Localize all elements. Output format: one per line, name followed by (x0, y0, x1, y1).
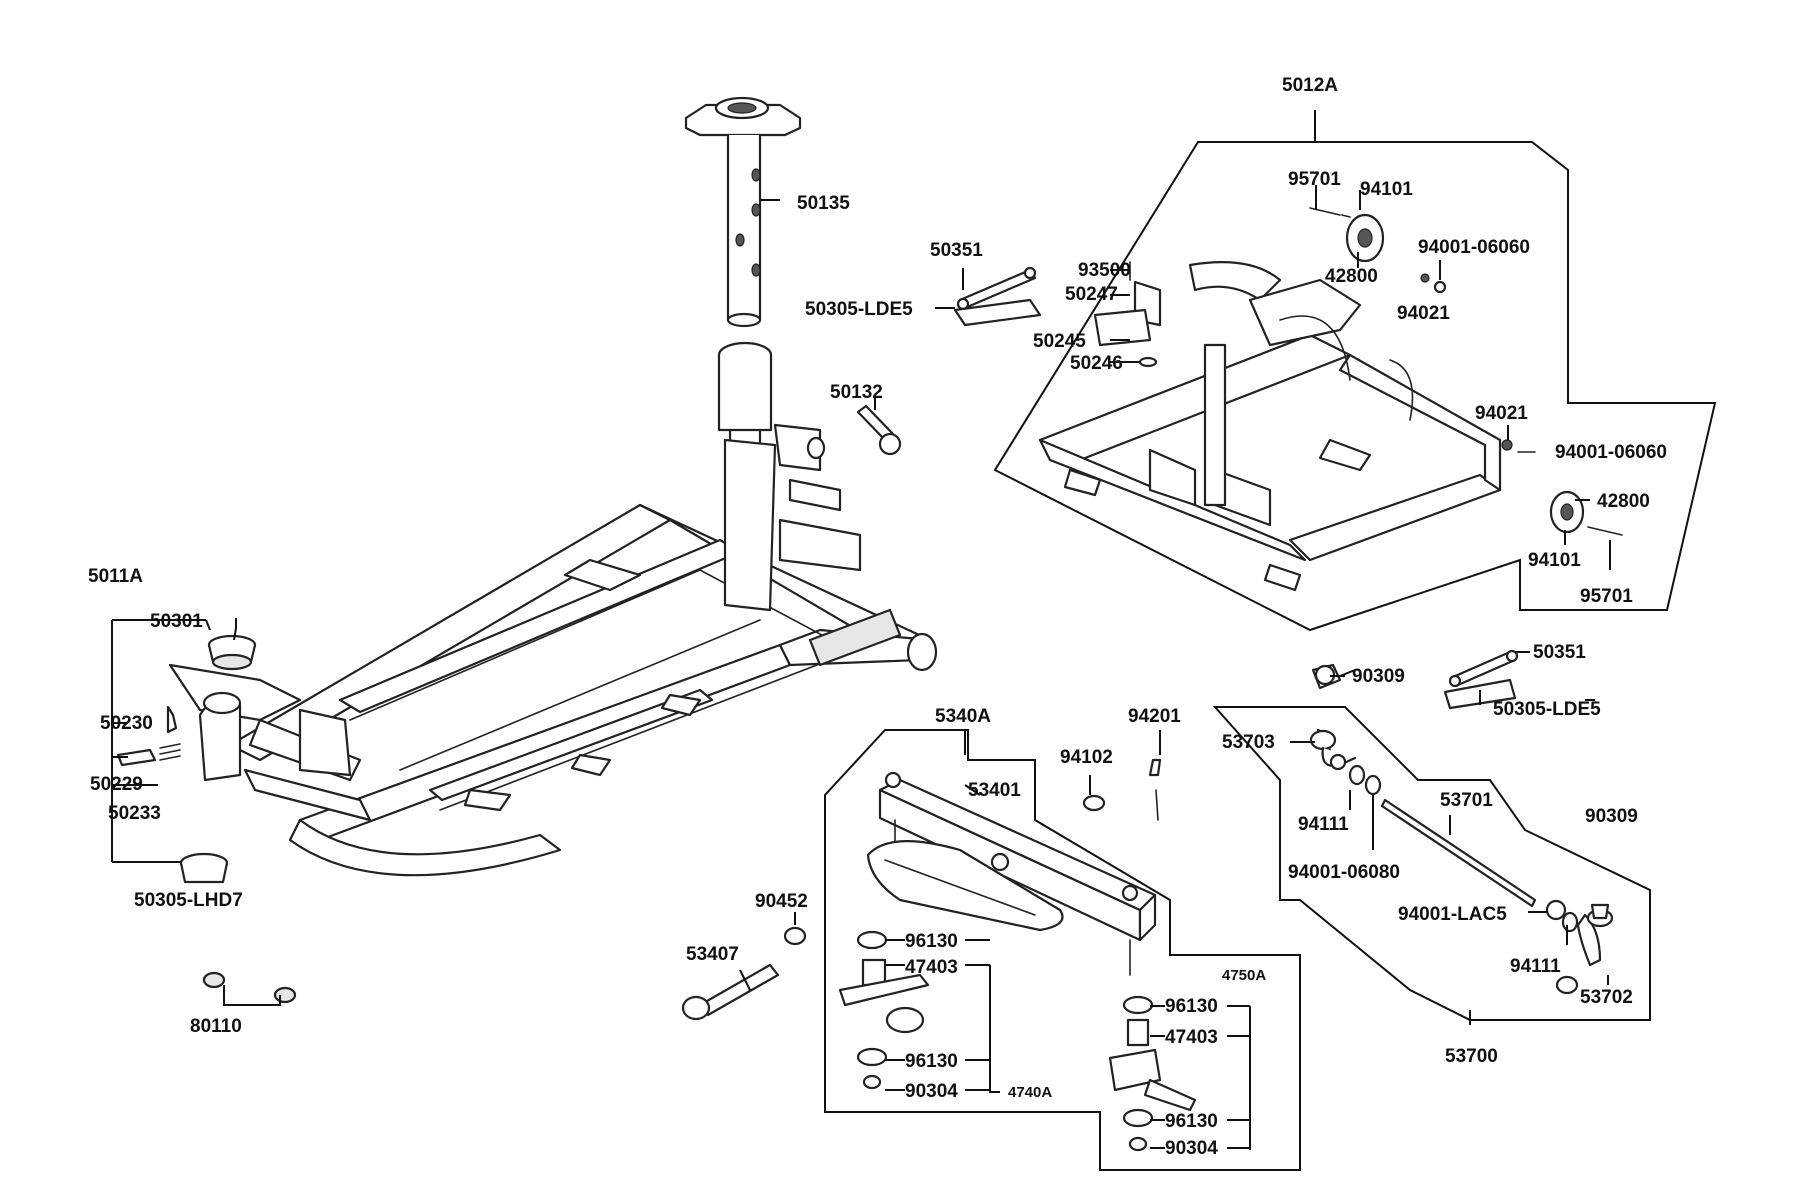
label-94101-top: 94101 (1360, 179, 1413, 200)
label-50351-top: 50351 (930, 240, 983, 261)
label-50301: 50301 (150, 611, 203, 632)
label-53703: 53703 (1222, 732, 1275, 753)
label-50351-right: 50351 (1533, 642, 1586, 663)
label-50247: 50247 (1065, 284, 1118, 305)
label-90304-b: 90304 (1165, 1138, 1218, 1159)
label-50246: 50246 (1070, 353, 1123, 374)
left-small-parts (116, 634, 297, 1004)
label-4740A: 4740A (1008, 1084, 1052, 1101)
label-50135: 50135 (797, 193, 850, 214)
label-50132: 50132 (830, 382, 883, 403)
label-90452: 90452 (755, 891, 808, 912)
label-53407: 53407 (686, 944, 739, 965)
label-94021-right: 94021 (1475, 403, 1528, 424)
label-50305-LHD7: 50305-LHD7 (134, 890, 243, 911)
label-93500: 93500 (1078, 260, 1131, 281)
label-94001-06060-right: 94001-06060 (1555, 442, 1667, 463)
label-90309-right: 90309 (1585, 806, 1638, 827)
label-94001-06060-top: 94001-06060 (1418, 237, 1530, 258)
subframe-5012A (1038, 261, 1502, 592)
subframe-small-parts (953, 207, 1623, 536)
label-96130-c: 96130 (1165, 996, 1218, 1017)
group-outlines (111, 141, 1717, 1171)
label-95701-right: 95701 (1580, 586, 1633, 607)
label-5340A: 5340A (935, 706, 991, 727)
label-94111-b: 94111 (1510, 956, 1561, 977)
label-80110: 80110 (190, 1016, 242, 1037)
label-4750A: 4750A (1222, 967, 1266, 984)
label-90309-top: 90309 (1352, 666, 1405, 687)
label-94102: 94102 (1060, 747, 1113, 768)
leader-lines (739, 110, 1611, 1149)
label-94001-06080: 94001-06080 (1288, 862, 1400, 883)
label-47403-b: 47403 (1165, 1027, 1218, 1048)
label-94021-top: 94021 (1397, 303, 1450, 324)
main-frame (168, 341, 938, 877)
label-50305-LDE5-right: 50305-LDE5 (1493, 699, 1601, 720)
outline-5340A (824, 729, 1301, 1171)
bracket-4740A (965, 939, 1000, 1093)
bracket-4750A (1227, 1005, 1251, 1150)
label-90304-a: 90304 (905, 1081, 958, 1102)
label-94001-LAC5: 94001-LAC5 (1398, 904, 1507, 925)
outline-5012A (993, 141, 1717, 632)
label-53700: 53700 (1445, 1046, 1498, 1067)
bracket-parts-right (1311, 649, 1519, 710)
label-42800-right: 42800 (1597, 491, 1650, 512)
label-53401: 53401 (968, 780, 1021, 801)
axle-small-parts (681, 758, 1197, 1152)
label-42800-top: 42800 (1325, 266, 1378, 287)
steering-column-50135 (684, 96, 802, 328)
label-53701: 53701 (1440, 790, 1493, 811)
label-5012A: 5012A (1282, 75, 1338, 96)
outline-53700 (1212, 706, 1651, 1021)
label-94201: 94201 (1128, 706, 1181, 727)
bracket-5011A (111, 619, 206, 863)
label-95701-top: 95701 (1288, 169, 1341, 190)
part-labels: 50135 50132 5011A 50301 50230 50229 5023… (88, 75, 1667, 1159)
label-50230: 50230 (100, 713, 153, 734)
front-axle-5340A (866, 771, 1157, 976)
label-50229: 50229 (90, 774, 143, 795)
label-5011A: 5011A (88, 566, 143, 587)
tie-rod-53700 (1309, 728, 1614, 995)
label-94111-a: 94111 (1298, 814, 1349, 835)
label-47403-a: 47403 (905, 957, 958, 978)
label-94101-right: 94101 (1528, 550, 1581, 571)
pin-50132 (856, 404, 902, 456)
label-96130-a: 96130 (905, 931, 958, 952)
label-50305-LDE5-top: 50305-LDE5 (805, 299, 913, 320)
label-50245: 50245 (1033, 331, 1086, 352)
bracket-80110 (223, 985, 281, 1006)
label-96130-b: 96130 (905, 1051, 958, 1072)
label-50233: 50233 (108, 803, 161, 824)
label-53702: 53702 (1580, 987, 1633, 1008)
label-96130-d: 96130 (1165, 1111, 1218, 1132)
